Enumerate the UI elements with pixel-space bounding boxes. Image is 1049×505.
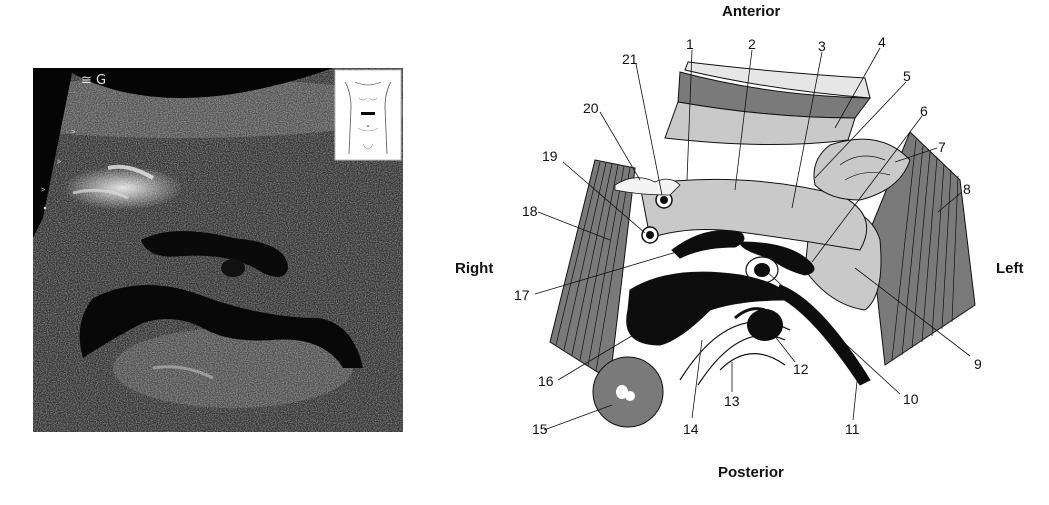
callout-18: 18 <box>522 203 538 219</box>
leader-lines <box>534 47 971 431</box>
callout-10: 10 <box>903 391 919 407</box>
callout-13: 13 <box>724 393 740 409</box>
structure-12 <box>747 309 783 341</box>
structure-16 <box>626 271 786 346</box>
callout-19: 19 <box>542 148 558 164</box>
callout-8: 8 <box>963 181 971 197</box>
callout-15: 15 <box>532 421 548 437</box>
callout-3: 3 <box>818 38 826 54</box>
orientation-right: Right <box>455 260 494 277</box>
diagram-svg: 1 2 3 4 5 6 7 8 9 10 11 12 13 14 15 16 1… <box>514 34 982 437</box>
callout-6: 6 <box>920 103 928 119</box>
anatomy-diagram: Anterior Posterior Right Left <box>440 0 1040 505</box>
vessel-lower <box>79 284 363 368</box>
left-muscle <box>869 131 976 366</box>
ultrasound-svg: > > > ≅ G <box>33 68 403 432</box>
callout-17: 17 <box>514 287 530 303</box>
structure-20 <box>614 177 681 196</box>
callout-16: 16 <box>538 373 554 389</box>
orientation-anterior: Anterior <box>722 3 781 20</box>
callout-7: 7 <box>938 139 946 155</box>
organ-7 <box>813 138 911 201</box>
callout-9: 9 <box>974 356 982 372</box>
structure-17 <box>671 229 745 259</box>
ultrasound-image: > > > ≅ G <box>33 68 403 432</box>
callout-2: 2 <box>748 36 756 52</box>
callout-14: 14 <box>683 421 699 437</box>
callout-4: 4 <box>878 34 886 50</box>
organ-2-3 <box>639 178 868 251</box>
body-mark-inset <box>334 69 402 161</box>
abdominal-wall-light <box>684 61 871 99</box>
callout-1: 1 <box>686 36 694 52</box>
structure-11 <box>774 284 871 386</box>
scanner-glyphs: ≅ G <box>81 73 106 88</box>
ring-lumen <box>754 263 770 277</box>
depth-marker: > <box>71 129 75 136</box>
depth-marker: > <box>41 187 45 194</box>
orientation-posterior: Posterior <box>718 464 784 481</box>
transducer-position-marker <box>361 112 375 115</box>
structure-6 <box>739 241 815 276</box>
depth-marker: > <box>57 159 61 166</box>
near-field-arc <box>63 68 333 98</box>
vessel-upper <box>141 230 288 277</box>
callout-20: 20 <box>583 100 599 116</box>
left-muscle-striations <box>891 139 959 361</box>
callout-12: 12 <box>793 361 809 377</box>
callout-5: 5 <box>903 68 911 84</box>
arc-13 <box>719 353 786 371</box>
callout-21: 21 <box>622 51 638 67</box>
callout-11: 11 <box>845 421 860 437</box>
right-muscle-striations <box>555 161 631 372</box>
orientation-left: Left <box>996 260 1024 277</box>
